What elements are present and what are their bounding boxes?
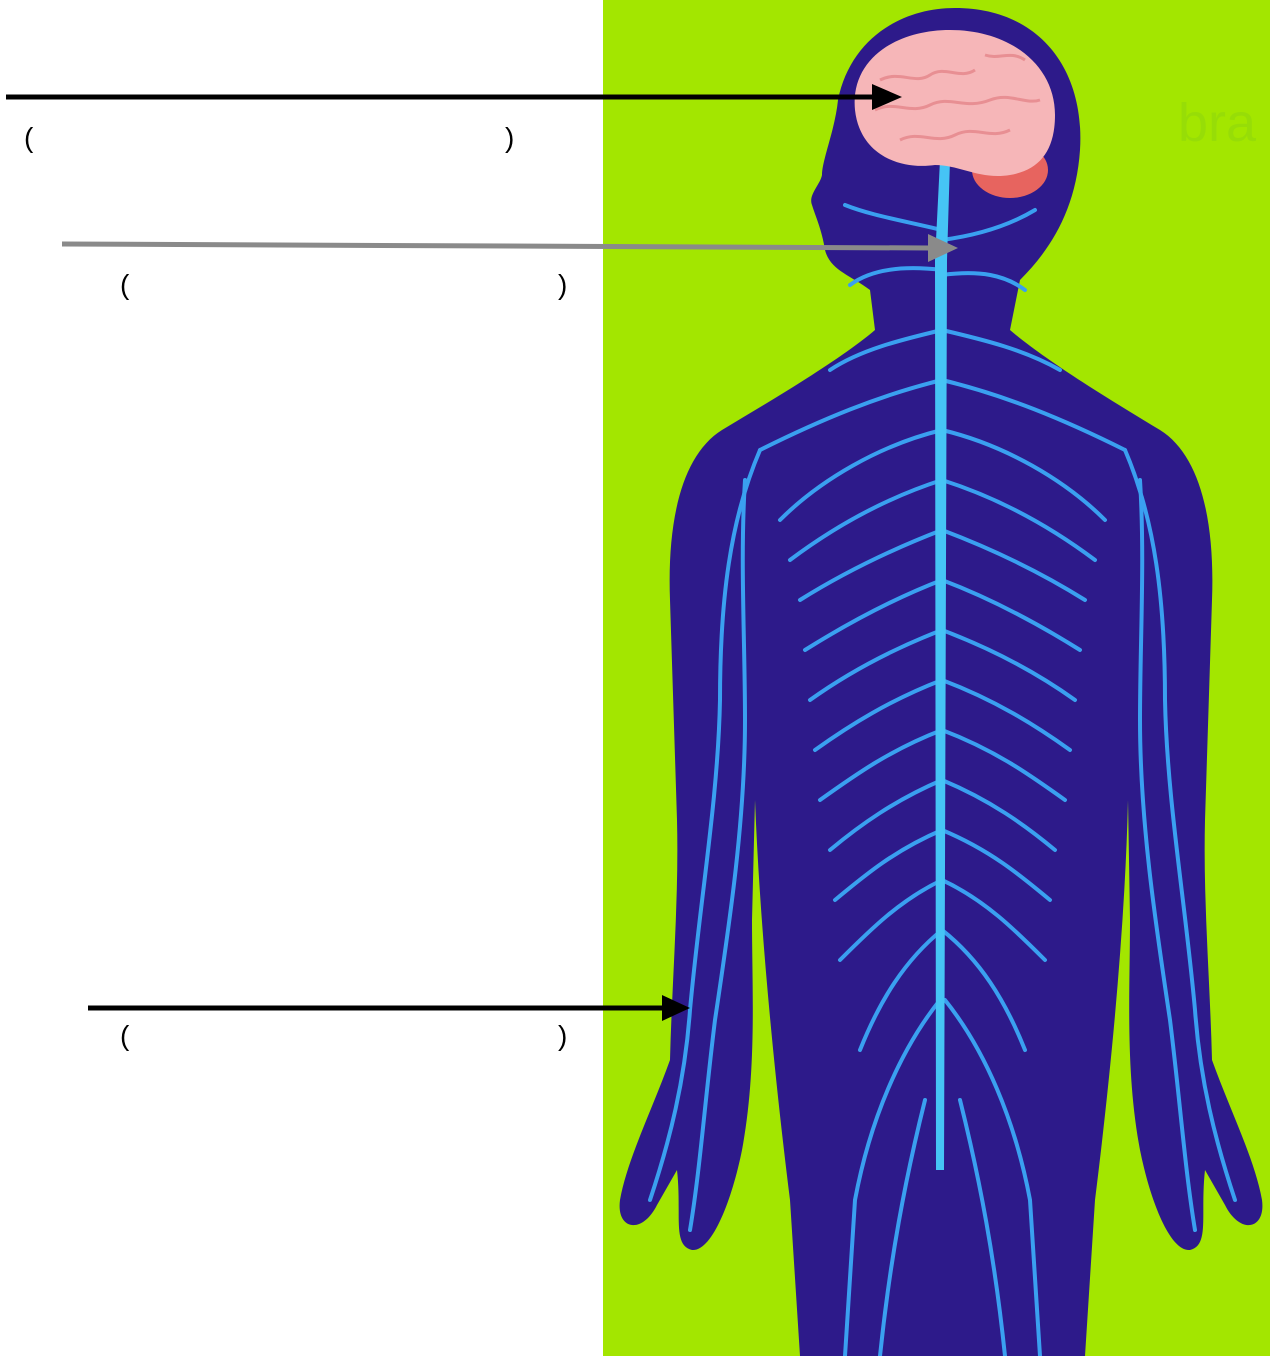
- brain-label-close: ): [505, 124, 514, 152]
- spinal-cord-label-open: (: [120, 271, 129, 299]
- watermark-text: bra: [1178, 96, 1270, 150]
- spinal-cord-label-close: ): [558, 271, 567, 299]
- nerves-label-close: ): [558, 1022, 567, 1050]
- brain-label-open: (: [24, 124, 33, 152]
- nerves-label-open: (: [120, 1022, 129, 1050]
